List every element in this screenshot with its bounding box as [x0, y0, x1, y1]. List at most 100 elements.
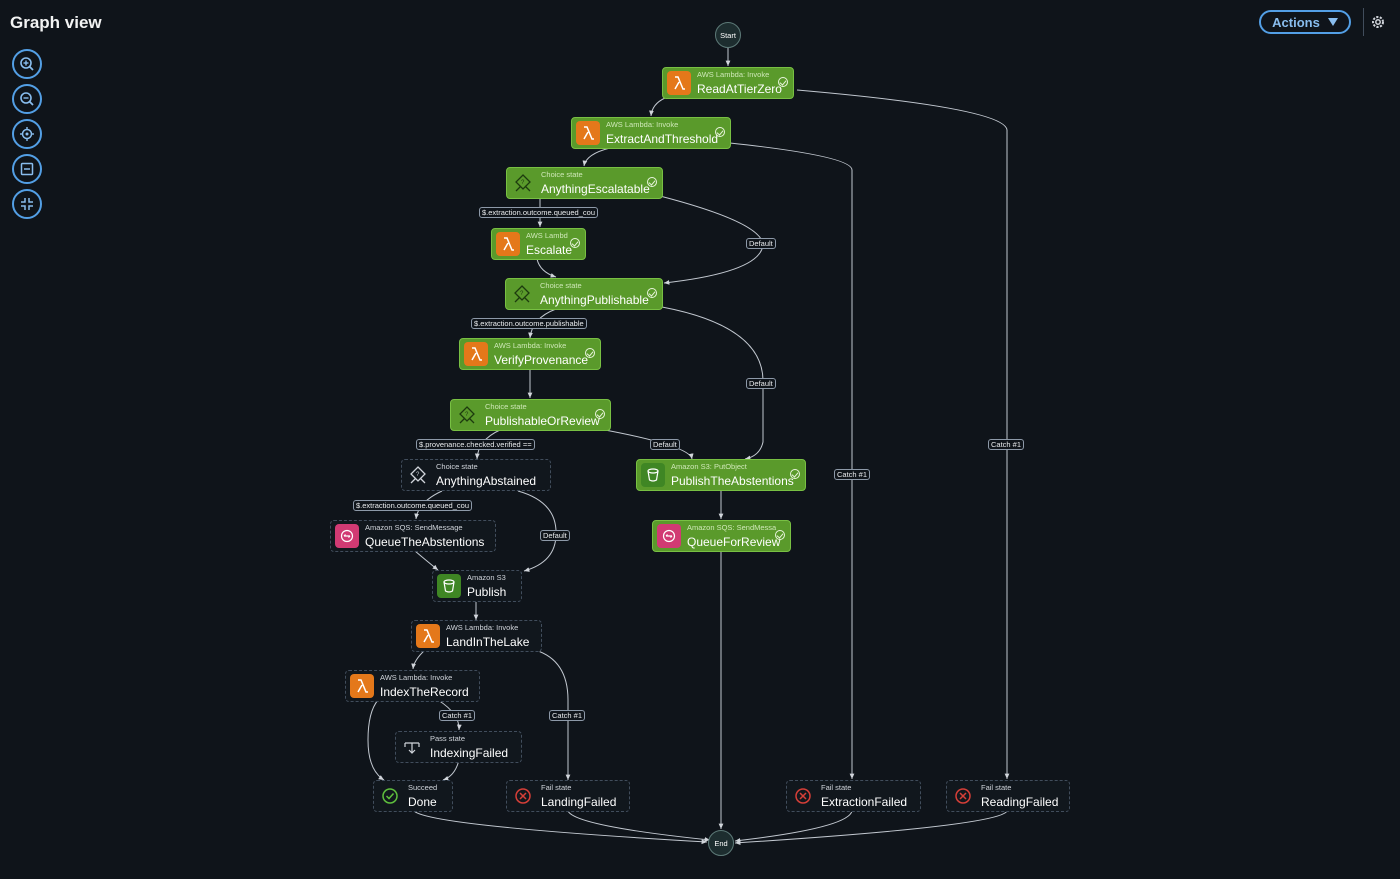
state-name: IndexingFailed: [430, 745, 509, 760]
center-icon: [20, 127, 34, 141]
state-type: Fail state: [981, 783, 1012, 793]
state-name: PublishableOrReview: [485, 413, 600, 428]
end-node[interactable]: End: [708, 830, 734, 856]
success-icon: [378, 784, 402, 808]
state-type: Choice state: [485, 402, 527, 412]
state-type: AWS Lambda: Invoke: [494, 341, 567, 351]
edge-label-catch[interactable]: Catch #1: [549, 710, 586, 721]
state-type: Pass state: [430, 734, 466, 744]
choice-icon: ?: [511, 171, 535, 195]
edge-label-condition[interactable]: $.extraction.outcome.queued_cou: [353, 500, 472, 511]
edge-label-condition[interactable]: $.extraction.outcome.publishable: [471, 318, 587, 329]
gear-icon[interactable]: [1370, 14, 1386, 30]
state-type: Fail state: [541, 783, 572, 793]
success-check-icon: [790, 469, 800, 479]
state-name: ExtractAndThreshold: [606, 131, 719, 146]
success-check-icon: [570, 238, 580, 248]
edge-label-default[interactable]: Default: [650, 439, 680, 450]
state-name: AnythingPublishable: [540, 292, 649, 307]
edge-label-default[interactable]: Default: [746, 238, 776, 249]
edge-label-catch[interactable]: Catch #1: [988, 439, 1025, 450]
zoom-out-icon: [20, 92, 34, 106]
state-name: QueueForReview: [687, 534, 781, 549]
zoom-in-button[interactable]: [12, 49, 42, 79]
edge-label-default[interactable]: Default: [540, 530, 570, 541]
edge-label-condition[interactable]: $.provenance.checked.verified ==: [416, 439, 535, 450]
success-check-icon: [778, 77, 788, 87]
choice-icon: ?: [455, 403, 479, 427]
state-name: ExtractionFailed: [821, 794, 908, 809]
state-name: VerifyProvenance: [494, 352, 589, 367]
actions-button[interactable]: Actions: [1259, 10, 1351, 34]
state-name: LandingFailed: [541, 794, 617, 809]
success-check-icon: [595, 409, 605, 419]
center-button[interactable]: [12, 119, 42, 149]
edge-label-catch[interactable]: Catch #1: [439, 710, 476, 721]
state-type: Amazon SQS: SendMessa: [687, 523, 777, 533]
s3-bucket-icon: [641, 463, 665, 487]
state-type: AWS Lambda: Invoke: [446, 623, 519, 633]
edge-label-catch[interactable]: Catch #1: [834, 469, 871, 480]
success-check-icon: [715, 127, 725, 137]
state-name: QueueTheAbstentions: [365, 534, 485, 549]
zoom-out-button[interactable]: [12, 84, 42, 114]
success-check-icon: [647, 177, 657, 187]
sqs-icon: [657, 524, 681, 548]
zoom-in-icon: [20, 57, 34, 71]
error-icon: [951, 784, 975, 808]
collapse-icon: [21, 198, 33, 210]
state-type: Succeed: [408, 783, 438, 793]
state-type: Choice state: [540, 281, 582, 291]
fit-icon: [20, 162, 34, 176]
state-name: AnythingEscalatable: [541, 181, 650, 196]
lambda-icon: [416, 624, 440, 648]
start-node[interactable]: Start: [715, 22, 741, 48]
edge-label-condition[interactable]: $.extraction.outcome.queued_cou: [479, 207, 598, 218]
state-type: Fail state: [821, 783, 852, 793]
choice-icon: ?: [510, 282, 534, 306]
success-check-icon: [585, 348, 595, 358]
state-name: ReadAtTierZero: [697, 81, 782, 96]
state-name: AnythingAbstained: [436, 473, 537, 488]
fit-button[interactable]: [12, 154, 42, 184]
state-type: Amazon S3: [467, 573, 506, 583]
state-type: AWS Lambd: [526, 231, 568, 241]
state-name: Done: [408, 794, 437, 809]
page-title: Graph view: [10, 13, 102, 32]
lambda-icon: [464, 342, 488, 366]
collapse-button[interactable]: [12, 189, 42, 219]
s3-bucket-icon: [437, 574, 461, 598]
state-type: AWS Lambda: Invoke: [697, 70, 770, 80]
error-icon: [511, 784, 535, 808]
caret-down-icon: [1327, 18, 1338, 26]
edge-label-default[interactable]: Default: [746, 378, 776, 389]
state-type: Amazon S3: PutObject: [671, 462, 747, 472]
state-name: ReadingFailed: [981, 794, 1059, 809]
state-name: Publish: [467, 584, 507, 599]
state-type: Choice state: [541, 170, 583, 180]
svg-text:?: ?: [521, 180, 525, 186]
actions-label: Actions: [1272, 14, 1320, 30]
sqs-icon: [335, 524, 359, 548]
state-type: Choice state: [436, 462, 478, 472]
